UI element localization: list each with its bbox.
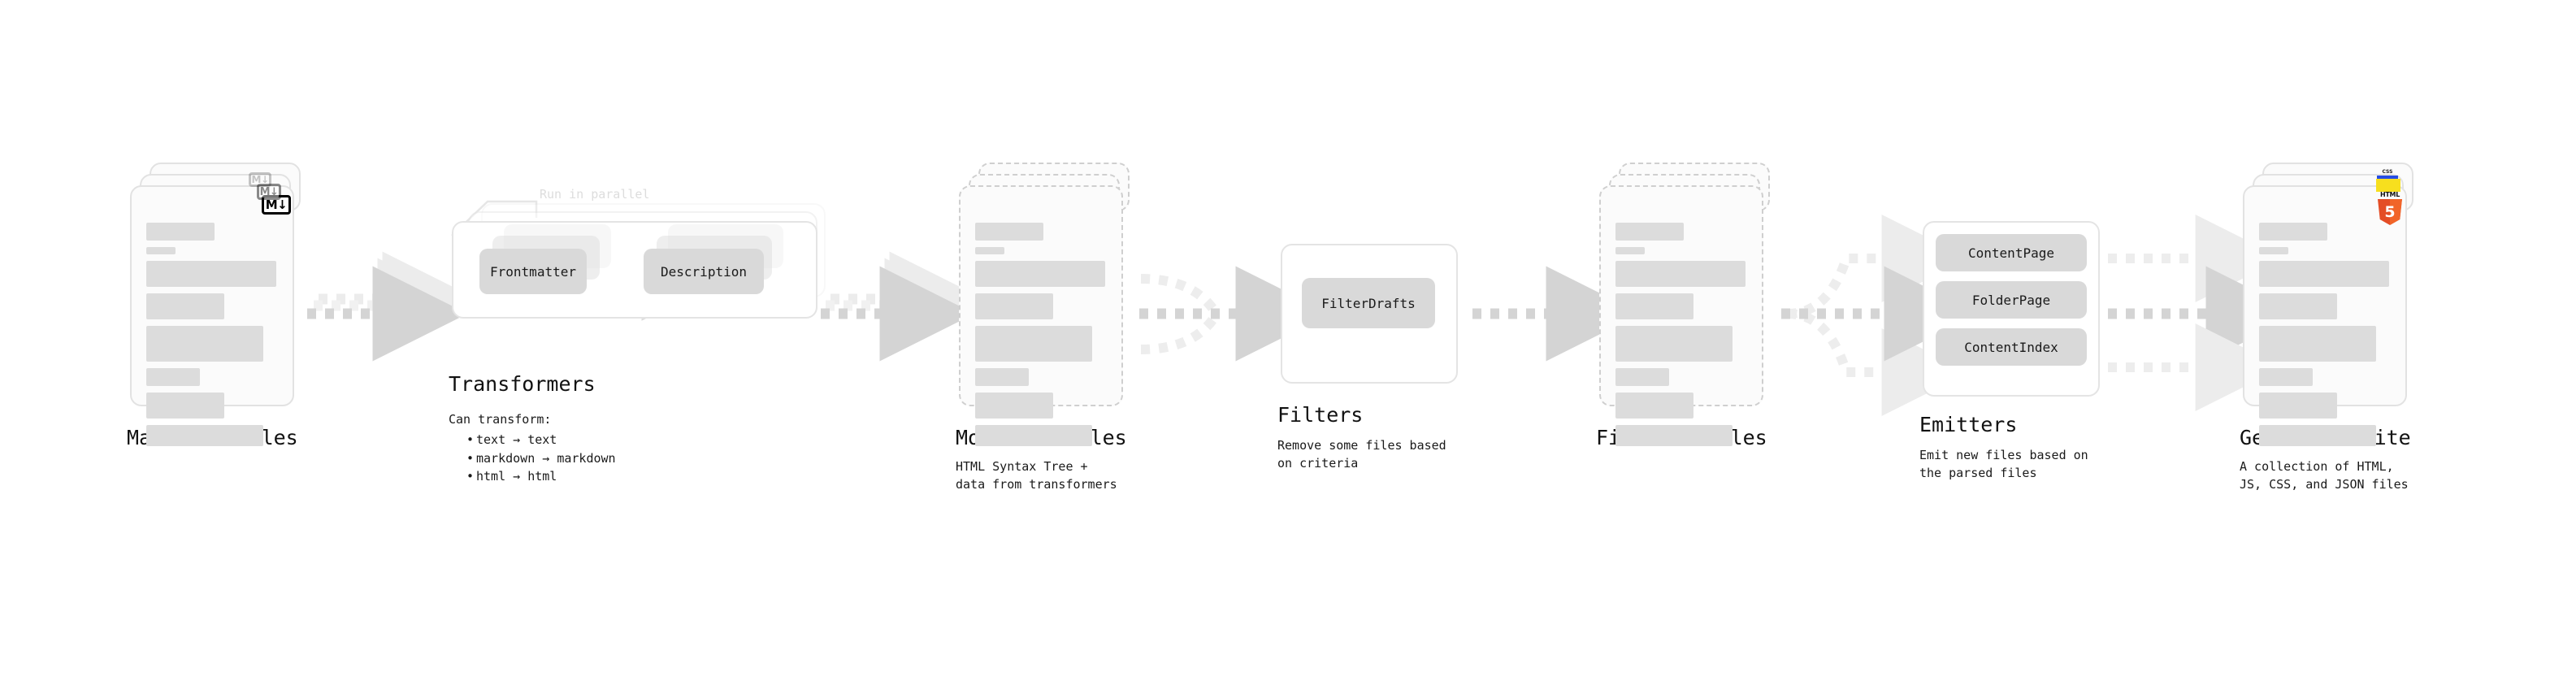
markdown-document-stack: M↓ M↓ M↓ [130, 163, 301, 446]
emitters-subtitle: Emit new files based on the parsed files [1919, 448, 2088, 480]
stage-title-emitters: Emitters [1919, 413, 2018, 436]
run-in-parallel-label: Run in parallel [540, 187, 650, 202]
stage-emitters: ContentPage FolderPage ContentIndex Emit… [1919, 221, 2103, 480]
filters-subtitle: Remove some files based on criteria [1277, 438, 1446, 471]
chip-filterdrafts[interactable]: FilterDrafts [1302, 278, 1435, 328]
css-icon-bar [2377, 176, 2398, 179]
markdown-icon-letter: M [265, 197, 278, 212]
doc-content-placeholder [1615, 223, 1749, 453]
stage-title-transformers: Transformers [449, 372, 596, 396]
generated-site-document-stack: CSS HTML 5 [2243, 163, 2413, 446]
chip-contentindex[interactable]: ContentIndex [1936, 328, 2087, 366]
html5-icon-label: HTML [2379, 191, 2400, 198]
modified-files-subtitle: HTML Syntax Tree + data from transformer… [956, 459, 1117, 492]
css-icon-label: CSS [2382, 169, 2393, 175]
doc-content-placeholder [975, 223, 1108, 453]
stage-filters: FilterDrafts Filters Remove some files b… [1277, 244, 1458, 471]
html5-icon-shield: 5 [2378, 199, 2402, 225]
doc-sheet-front [1599, 185, 1763, 446]
stage-generated-site: CSS HTML 5 Generated Site A collection o… [2240, 163, 2413, 492]
connector-modified-to-filters [1139, 266, 1331, 362]
stage-markdown-files: M↓ M↓ M↓ Markdown Files [127, 163, 301, 449]
doc-content-placeholder [2259, 223, 2392, 453]
stage-transformers: Frontmatter Description Run in parallel … [449, 187, 826, 485]
connector-transformers-to-modified [821, 251, 985, 362]
chip-frontmatter[interactable]: Frontmatter [479, 249, 587, 294]
stage-filtered-files: Filtered files [1596, 163, 1770, 449]
chip-folderpage[interactable]: FolderPage [1936, 281, 2087, 319]
transformers-bullet-list: text → text markdown → markdown html → h… [465, 431, 616, 486]
filtered-document-stack [1599, 163, 1770, 446]
css-icon: CSS [2376, 169, 2399, 179]
transformers-subtitle: Can transform: [449, 412, 552, 427]
transformers-bullet-2: html → html [465, 467, 616, 486]
connector-filtered-to-emitters [1781, 215, 1980, 416]
stage-modified-files: Modified files HTML Syntax Tree + data f… [956, 163, 1130, 492]
markdown-icon-ghost-2: M↓ [249, 172, 271, 187]
js-icon [2376, 179, 2400, 192]
generated-site-subtitle: A collection of HTML, JS, CSS, and JSON … [2240, 459, 2409, 492]
markdown-icon: M↓ [262, 195, 291, 215]
connector-emitters-to-site [2108, 215, 2301, 411]
doc-sheet-front [959, 185, 1123, 446]
doc-sheet-front [130, 185, 294, 446]
modified-document-stack [959, 163, 1130, 446]
html5-icon-version: 5 [2384, 202, 2396, 221]
doc-content-placeholder [146, 223, 280, 453]
chip-description[interactable]: Description [644, 249, 764, 294]
stage-title-filters: Filters [1277, 403, 1364, 427]
transformers-bullet-0: text → text [465, 431, 616, 449]
chip-contentpage[interactable]: ContentPage [1936, 234, 2087, 271]
transformers-group-stack: Frontmatter Description [452, 203, 826, 323]
filters-group-stack: FilterDrafts [1281, 244, 1458, 385]
emitters-group-stack: ContentPage FolderPage ContentIndex [1923, 221, 2103, 401]
connector-md-to-transformers [307, 251, 478, 362]
transformers-bullet-1: markdown → markdown [465, 449, 616, 468]
html5-icon: HTML 5 [2376, 192, 2404, 226]
